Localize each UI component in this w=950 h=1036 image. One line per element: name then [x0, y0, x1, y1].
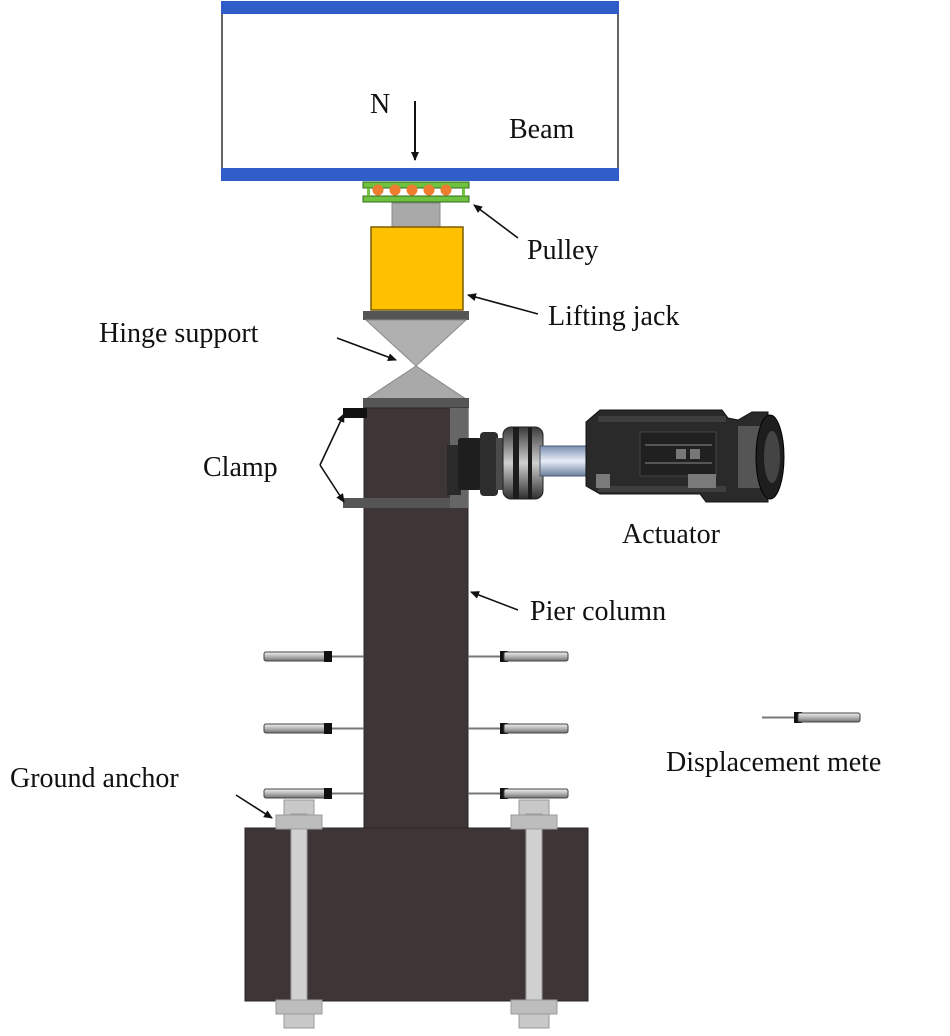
pulley [362, 181, 470, 203]
pulley-roller [389, 184, 401, 196]
hinge-support-label: Hinge support [99, 318, 259, 349]
lifting-jack-label: Lifting jack [548, 301, 679, 332]
pulley-roller [440, 184, 452, 196]
load-cell-icon [502, 426, 544, 500]
beam-top-flange [221, 1, 619, 14]
displacement-meter-right-1 [468, 651, 569, 662]
ground-anchor-label: Ground anchor [10, 763, 179, 794]
displacement-meter-label: Displacement mete [666, 747, 881, 778]
hinge-leader-arrow [336, 337, 397, 361]
pulley-leader-arrow [473, 204, 519, 239]
clamp-leader-arrow-top [319, 413, 345, 466]
clamp-label: Clamp [203, 452, 278, 483]
beam-web [221, 1, 619, 181]
pier-column-label: Pier column [530, 596, 666, 627]
pulley-roller [372, 184, 384, 196]
clamp-leader-arrow-bottom [319, 464, 345, 503]
lifting-jack [370, 226, 464, 311]
ground-anchor-left [275, 799, 323, 1029]
displacement-meter-left-2 [263, 723, 364, 734]
force-label: N [370, 89, 390, 120]
clamp-top-bar [343, 408, 367, 418]
beam [221, 1, 619, 181]
lvdt-sensor-icon [762, 712, 861, 723]
pier-leader-arrow [470, 591, 519, 611]
jack-leader-arrow [467, 293, 539, 315]
pulley-connector [391, 202, 441, 228]
beam-bottom-flange [221, 168, 619, 181]
clamp-bottom-bar [343, 498, 467, 508]
actuator [458, 409, 785, 503]
jack-base-plate [363, 311, 469, 320]
displacement-meter-right-2 [468, 723, 569, 734]
pulley-roller [406, 184, 418, 196]
displacement-meter-left-3 [263, 788, 364, 799]
ground-anchor-right [510, 799, 558, 1029]
actuator-label: Actuator [622, 519, 721, 550]
hinge-support [363, 319, 469, 408]
pulley-label: Pulley [527, 235, 599, 266]
pulley-roller [423, 184, 435, 196]
displacement-meter-left-1 [263, 651, 364, 662]
displacement-meter-right-3 [468, 788, 569, 799]
beam-label: Beam [509, 114, 575, 145]
anchor-leader-arrow [235, 794, 273, 819]
displacement-meters [263, 651, 861, 799]
leader-arrows [235, 204, 539, 819]
